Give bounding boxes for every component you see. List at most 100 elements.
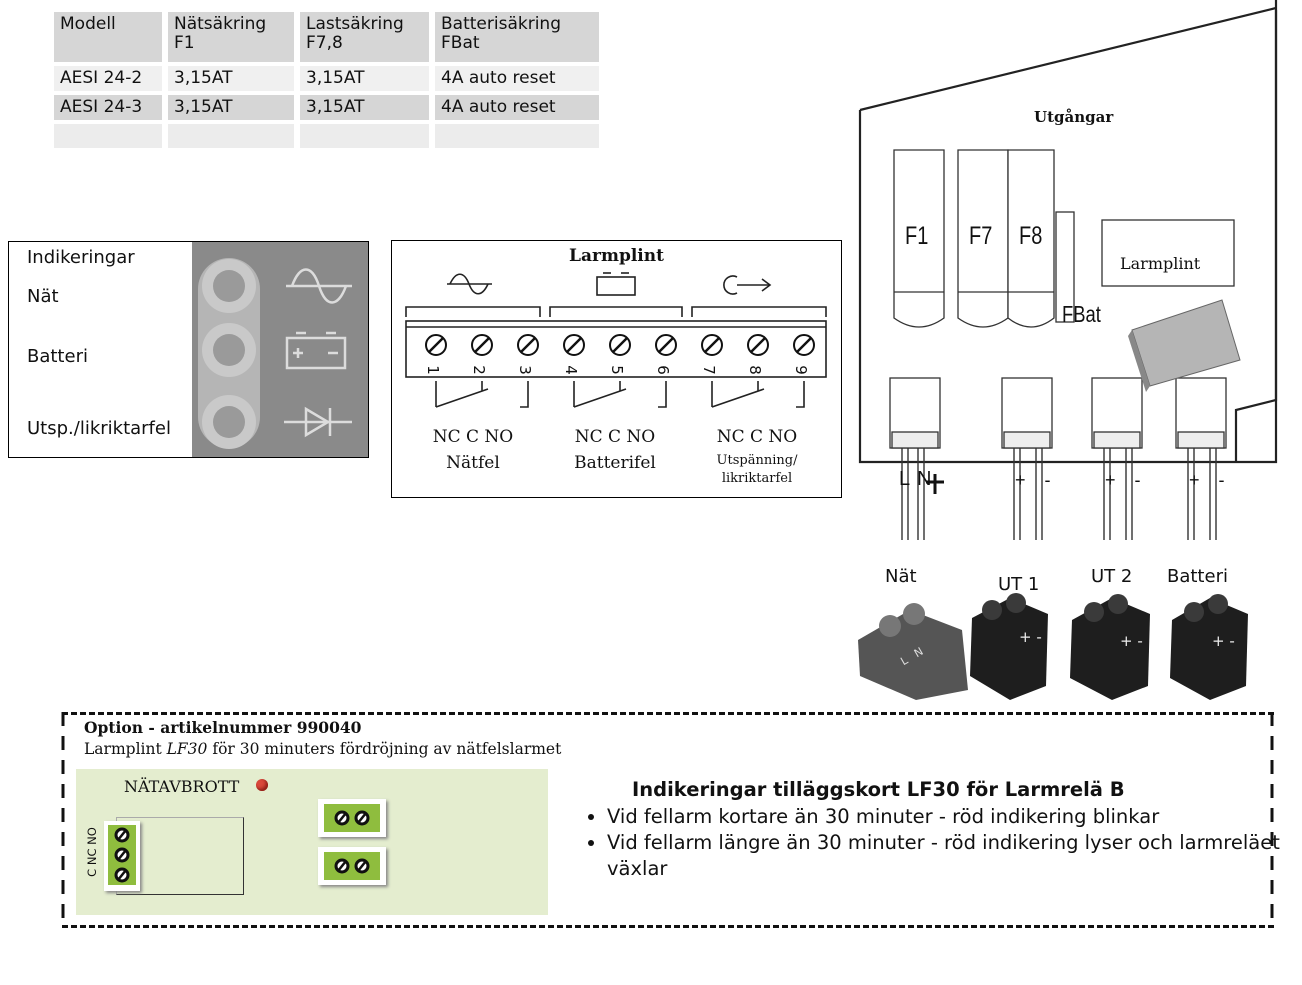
lf30-terminal-block — [324, 804, 380, 832]
option-box — [62, 712, 1274, 928]
out2-plug-image — [1070, 594, 1150, 700]
terminal-number: 7 — [699, 365, 718, 375]
wires — [901, 448, 1217, 540]
relay-group-label: Nätfel — [446, 453, 500, 473]
fuse-label-f7: F7 — [969, 222, 993, 250]
table-cell: AESI 24-2 — [54, 66, 162, 91]
alarm-terminal-title: Larmplint — [569, 246, 664, 266]
battery-icon — [285, 331, 347, 370]
header-text: Modell — [60, 14, 116, 34]
header-subtext: F1 — [174, 33, 195, 53]
out1-pin-label: + - — [1015, 470, 1051, 490]
terminal-number: 2 — [469, 365, 488, 375]
option-box-side-borders — [61, 712, 1274, 926]
connector-label-mains: Nät — [885, 566, 917, 587]
relay-contacts-label: NC C NO — [574, 427, 656, 447]
option-description-text: Larmplint — [84, 740, 167, 758]
terminal-number: 4 — [561, 365, 580, 375]
terminal-number: 5 — [607, 365, 626, 375]
terminal-screw-slot — [566, 337, 582, 353]
connector-label-out1: UT 1 — [998, 574, 1040, 595]
battery-plug-marking: + - — [1212, 632, 1235, 650]
option-bullet-list: Vid fellarm kortare än 30 minuter - röd … — [560, 804, 1287, 882]
option-description-text: för 30 minuters fördröjning av nätfelsla… — [207, 740, 562, 758]
terminal-screw-slot — [658, 337, 674, 353]
alarm-plug-image — [1128, 299, 1241, 392]
out1-plug-marking: + - — [1019, 628, 1042, 646]
header-subtext: FBat — [441, 33, 480, 53]
lf30-card: NÄTAVBROTT C NC NO — [76, 769, 548, 915]
option-title: Option - artikelnummer 990040 — [84, 718, 362, 737]
relay-contacts-label: NC C NO — [716, 427, 798, 447]
table-cell: 3,15AT — [300, 95, 429, 120]
relay-group-label: Batterifel — [574, 453, 656, 473]
connector-label-battery: Batteri — [1167, 566, 1228, 587]
header-text: Batterisäkring — [441, 14, 561, 34]
output-terminals — [889, 377, 1227, 449]
board-diagram — [858, 0, 1278, 700]
fuses — [893, 149, 1235, 328]
out2-pin-label: + - — [1105, 470, 1141, 490]
lf30-terminal-block — [324, 852, 380, 880]
indicator-label-battery: Batteri — [27, 346, 88, 367]
output-arrow-icon — [723, 275, 772, 295]
table-cell — [435, 124, 599, 148]
table-cell — [300, 124, 429, 148]
alarm-block-label: Larmplint — [1120, 254, 1201, 273]
lf30-card-label: NÄTAVBROTT — [124, 777, 240, 796]
terminal-number: 3 — [515, 365, 534, 375]
terminal-screw-slot — [704, 337, 720, 353]
board-outputs-title: Utgångar — [1034, 108, 1114, 126]
table-cell — [168, 124, 294, 148]
table-row: AESI 24-3 3,15AT 3,15AT 4A auto reset — [54, 95, 599, 120]
table-cell — [54, 124, 162, 148]
led-panel — [192, 242, 368, 457]
board-outline — [858, 0, 1278, 464]
list-item: Vid fellarm längre än 30 minuter - röd i… — [607, 830, 1287, 882]
led-panel-graphic — [198, 258, 352, 449]
connector-label-out2: UT 2 — [1091, 566, 1133, 587]
terminal-number: 8 — [745, 365, 764, 375]
relay-contact-symbol — [435, 381, 529, 408]
indicator-panel: Indikeringar Nät Batteri Utsp./likriktar… — [8, 241, 369, 458]
relay-contacts — [435, 381, 805, 408]
relay-group-label: Utspänning/ — [716, 453, 798, 468]
relay-group-label: likriktarfel — [721, 471, 793, 486]
header-subtext: F7,8 — [306, 33, 343, 53]
terminal-screw-slot — [612, 337, 628, 353]
option-description-model: LF30 — [166, 740, 208, 758]
table-cell: 3,15AT — [300, 66, 429, 91]
list-item: Vid fellarm kortare än 30 minuter - röd … — [607, 804, 1287, 830]
table-cell: 3,15AT — [168, 95, 294, 120]
fuse-label-f1: F1 — [905, 222, 929, 250]
battery-plug-image — [1170, 594, 1248, 700]
table-row: AESI 24-2 3,15AT 3,15AT 4A auto reset — [54, 66, 599, 91]
ac-sine-icon — [286, 268, 352, 304]
diode-icon — [284, 406, 352, 438]
indicator-title: Indikeringar — [27, 247, 135, 268]
lf30-screws — [114, 810, 370, 883]
relay-contact-symbol — [711, 381, 805, 408]
indicator-label-mains: Nät — [27, 286, 59, 307]
out2-plug-marking: + - — [1120, 632, 1143, 650]
battery-pin-label: + - — [1189, 470, 1225, 490]
table-cell: 3,15AT — [168, 66, 294, 91]
ground-icon — [926, 474, 944, 494]
option-description: Larmplint LF30 för 30 minuters fördröjni… — [84, 740, 561, 758]
indicator-label-rectifier-fault: Utsp./likriktarfel — [27, 418, 171, 439]
terminal-number: 6 — [653, 365, 672, 375]
ac-sine-icon — [447, 273, 492, 295]
fuse-label-f8: F8 — [1019, 222, 1043, 250]
red-led-icon — [256, 779, 268, 791]
battery-icon — [596, 272, 636, 296]
table-cell: 4A auto reset — [435, 95, 599, 120]
option-indicator-heading: Indikeringar tilläggskort LF30 för Larmr… — [632, 778, 1125, 801]
terminal-screw-slot — [796, 337, 812, 353]
mains-plug-image — [858, 603, 968, 700]
terminal-screw-slot — [750, 337, 766, 353]
header-cell: Modell — [54, 12, 162, 62]
